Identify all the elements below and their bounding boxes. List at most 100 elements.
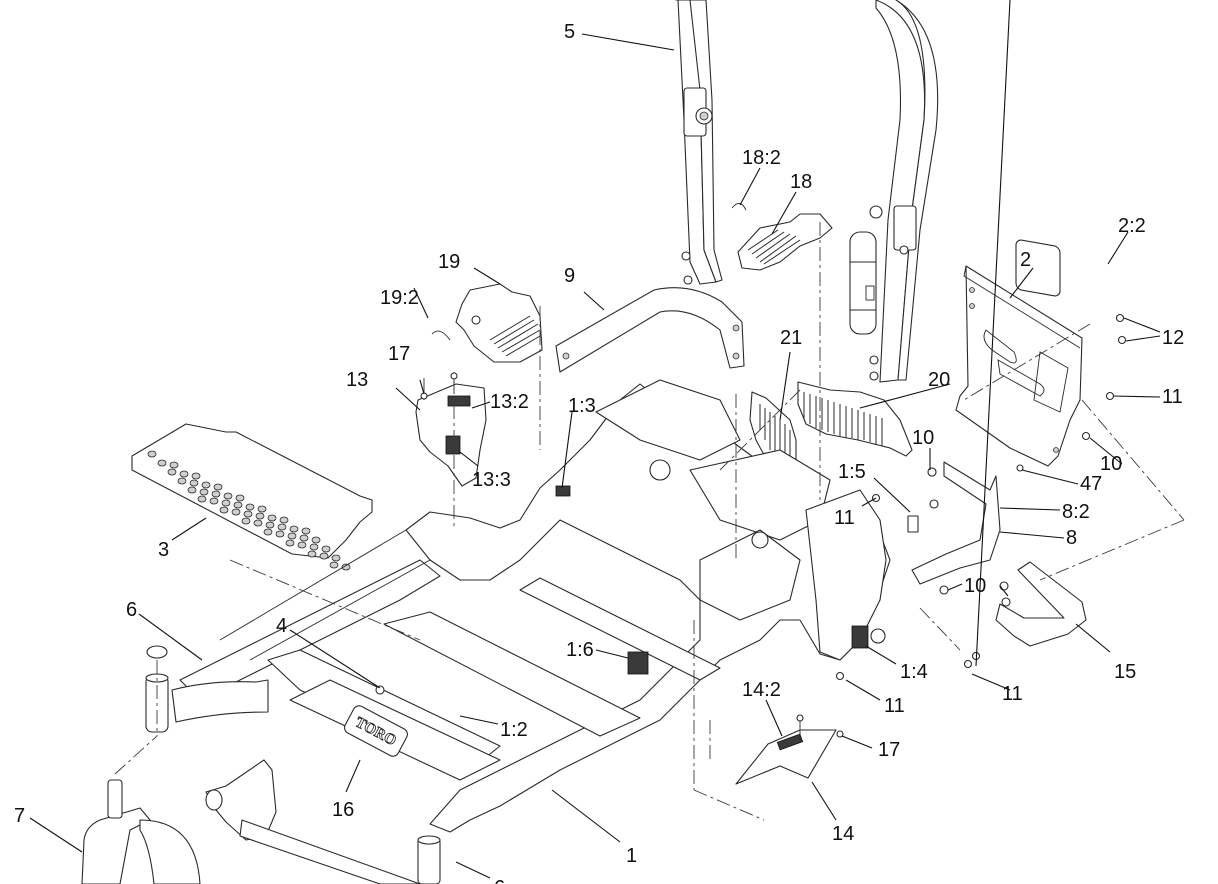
perforation-hole (221, 499, 231, 507)
perforation-hole (331, 554, 341, 562)
perforation-hole (201, 481, 211, 489)
perforation-hole (297, 541, 307, 549)
callout-2: 2 (1020, 249, 1031, 271)
callout-19: 19 (438, 251, 460, 273)
callout-labels: 5 18:2 18 2:2 2 12 19 19:2 9 21 20 11 17… (14, 21, 1184, 884)
callout-6-a: 6 (126, 599, 137, 621)
callout-10-c: 10 (964, 575, 986, 597)
rops-bar (675, 0, 939, 383)
callout-12: 12 (1162, 327, 1184, 349)
perforation-hole (213, 483, 223, 491)
perforation-hole (299, 534, 309, 542)
shield-19 (431, 283, 543, 363)
alignment-lines (156, 222, 1185, 821)
callout-9: 9 (564, 265, 575, 287)
perforation-hole (223, 492, 233, 500)
perforation-hole (307, 550, 317, 558)
callout-8: 8 (1066, 527, 1077, 549)
perforation-hole (187, 486, 197, 494)
main-frame-1 (179, 379, 891, 833)
perforation-hole (265, 521, 275, 529)
callout-17-b: 17 (878, 739, 900, 761)
callout-1-4: 1:4 (900, 661, 928, 683)
callout-1-5: 1:5 (838, 461, 866, 483)
caster-wheel-7 (81, 735, 201, 884)
toro-emblem-16 (344, 705, 408, 757)
perforation-hole (275, 530, 285, 538)
callout-5: 5 (564, 21, 575, 43)
shield-18 (731, 203, 833, 271)
callout-11-c: 11 (884, 695, 905, 717)
hitch-bracket-8 (911, 461, 1001, 595)
perforation-hole (279, 516, 289, 524)
callout-14-2: 14:2 (742, 679, 781, 701)
callout-18: 18 (790, 171, 812, 193)
control-panel-13 (415, 372, 487, 487)
steering-bracket (205, 759, 421, 884)
perforation-hole (277, 523, 287, 531)
perforation-hole (241, 517, 251, 525)
callout-13-3: 13:3 (472, 469, 511, 491)
perforation-hole (311, 536, 321, 544)
grille-shield-20 (797, 381, 913, 457)
callout-14: 14 (832, 823, 854, 845)
perforation-hole (319, 552, 329, 560)
callout-20: 20 (928, 369, 950, 391)
perforation-hole (287, 532, 297, 540)
callout-18-2: 18:2 (742, 147, 781, 169)
cylinder-part (849, 231, 877, 335)
perforation-hole (329, 561, 339, 569)
perforation-hole (255, 512, 265, 520)
callout-2-2: 2:2 (1118, 215, 1146, 237)
perforation-hole (147, 450, 157, 458)
perforation-hole (179, 470, 189, 478)
callout-1-6: 1:6 (566, 639, 594, 661)
callout-16: 16 (332, 799, 354, 821)
callout-17-a: 17 (388, 343, 410, 365)
perforation-hole (321, 545, 331, 553)
control-panel-14 (735, 714, 844, 785)
rear-guard-plate-2 (955, 265, 1083, 467)
perforation-hole (285, 539, 295, 547)
perforation-hole (197, 495, 207, 503)
callout-4: 4 (276, 615, 287, 637)
perforation-hole (199, 488, 209, 496)
cross-bracket-9 (555, 287, 745, 373)
hitch-plate-15 (995, 561, 1087, 647)
perforation-hole (231, 508, 241, 516)
callout-1: 1 (626, 845, 637, 867)
perforation-hole (189, 479, 199, 487)
callout-6-b: 6 (494, 877, 505, 884)
leader-lines (29, 0, 1161, 879)
perforation-hole (209, 497, 219, 505)
callout-10-b: 10 (1100, 453, 1122, 475)
perforation-hole (157, 459, 167, 467)
callout-11-a: 11 (1162, 386, 1183, 408)
callout-19-2: 19:2 (380, 287, 419, 309)
perforation-hole (263, 528, 273, 536)
decal-2-2 (1015, 239, 1061, 297)
callout-13: 13 (346, 369, 368, 391)
perforation-hole (289, 525, 299, 533)
perforation-hole (257, 505, 267, 513)
callout-1-2: 1:2 (500, 719, 528, 741)
callout-47: 47 (1080, 473, 1102, 495)
perforation-hole (341, 563, 351, 571)
callout-13-2: 13:2 (490, 391, 529, 413)
callout-3: 3 (158, 539, 169, 561)
front-axle: TORO (145, 645, 501, 884)
perforation-hole (309, 543, 319, 551)
floor-plate-3 (131, 423, 373, 571)
callout-11-d: 11 (1002, 683, 1023, 705)
perforation-hole (301, 527, 311, 535)
perforation-hole (211, 490, 221, 498)
perforation-hole (267, 514, 277, 522)
callout-21: 21 (780, 327, 802, 349)
callout-7: 7 (14, 805, 25, 827)
perforation-hole (245, 503, 255, 511)
perforation-hole (253, 519, 263, 527)
perforation-hole (233, 501, 243, 509)
perforation-hole (167, 468, 177, 476)
callout-15: 15 (1114, 661, 1136, 683)
